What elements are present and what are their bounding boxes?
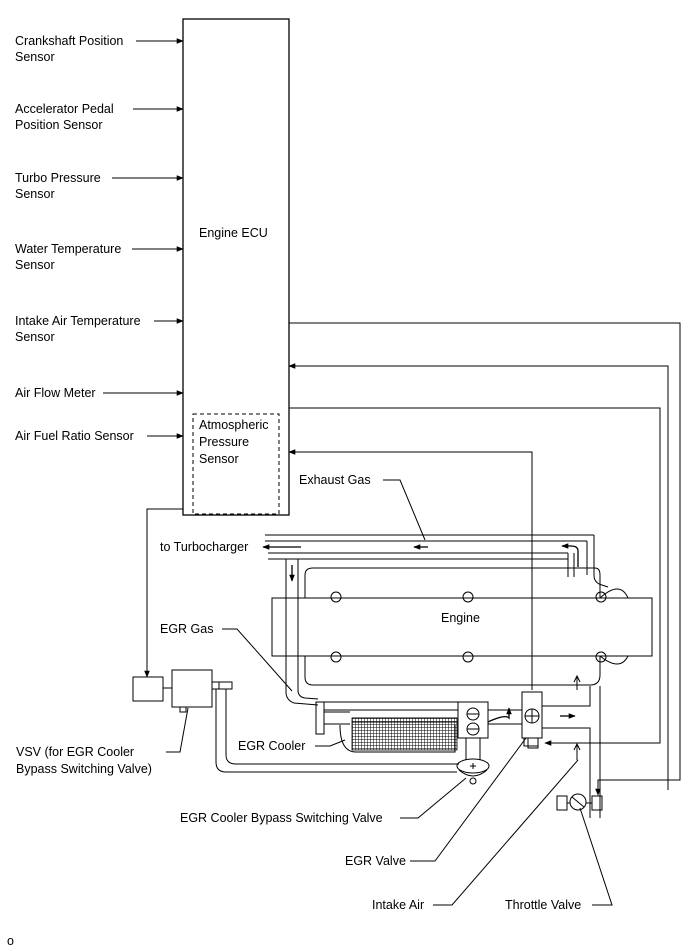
- exhaust-manifold: [265, 534, 609, 706]
- leader-exhaust-gas: [383, 479, 426, 541]
- sensor-air-flow-meter: Air Flow Meter: [15, 386, 184, 400]
- vacuum-hose-inner: [225, 689, 459, 765]
- sensor-label: Turbo Pressure: [15, 171, 101, 185]
- leader-throttle-valve: [579, 807, 613, 906]
- flow-arrow-bypass: [487, 707, 512, 723]
- sensor-label: Sensor: [15, 330, 55, 344]
- sensor-label: Air Flow Meter: [15, 386, 96, 400]
- sensor-water-temperature: Water Temperature Sensor: [15, 242, 184, 272]
- egr-valve-label: EGR Valve: [345, 854, 406, 868]
- vsv-label-line1: VSV (for EGR Cooler: [16, 745, 134, 759]
- atm-sensor-line2: Pressure: [199, 435, 249, 449]
- engine-block: Engine: [271, 567, 653, 686]
- atm-sensor-line1: Atmospheric: [199, 418, 268, 432]
- egr-cooler-label: EGR Cooler: [238, 739, 305, 753]
- vsv-switching-valve: [132, 669, 233, 713]
- engine-ecu-label: Engine ECU: [199, 226, 268, 240]
- throttle-valve-label: Throttle Valve: [505, 898, 581, 912]
- leader-egr-cooler: [315, 739, 346, 747]
- leader-egr-valve: [410, 737, 527, 862]
- wire-throttle-feedback: [288, 363, 669, 790]
- leader-egr-gas: [222, 628, 293, 692]
- atmospheric-pressure-sensor-box: [192, 413, 280, 515]
- vsv-body: [171, 669, 213, 708]
- engine-ecu-box: [182, 18, 290, 516]
- arrow-intake-up: [573, 742, 581, 760]
- egr-cooler: [315, 701, 458, 753]
- leader-intake-air: [433, 759, 579, 906]
- wire-ecu-to-egr-valve: [289, 407, 661, 746]
- flow-arrow-exhaust-return: [561, 543, 579, 567]
- sensor-label: Air Fuel Ratio Sensor: [15, 429, 134, 443]
- footer-mark: o: [7, 934, 14, 948]
- throttle-position-sensor: [556, 795, 568, 811]
- bypass-actuator: [456, 758, 490, 774]
- wire-ecu-to-throttle: [289, 322, 681, 796]
- intake-pipe: [542, 674, 603, 818]
- sensor-label: Crankshaft Position: [15, 34, 123, 48]
- sensor-label: Intake Air Temperature: [15, 314, 141, 328]
- engine-label: Engine: [441, 611, 480, 625]
- to-turbocharger-label: to Turbocharger: [160, 540, 248, 554]
- sensor-accelerator-pedal: Accelerator Pedal Position Sensor: [15, 102, 184, 132]
- wire-egr-valve-feedback: [288, 449, 533, 690]
- leader-bypass-valve: [400, 777, 467, 819]
- sensor-label: Sensor: [15, 258, 55, 272]
- egr-cooler-core: [351, 717, 458, 751]
- sensor-air-fuel-ratio: Air Fuel Ratio Sensor: [15, 429, 184, 443]
- egr-valve: [488, 691, 543, 749]
- leader-vsv: [166, 707, 189, 753]
- sensor-label: Accelerator Pedal: [15, 102, 114, 116]
- throttle-valve-disc: [569, 793, 587, 811]
- egr-cooler-bypass-valve: [456, 701, 490, 785]
- sensor-label: Sensor: [15, 50, 55, 64]
- intake-air-label: Intake Air: [372, 898, 424, 912]
- egr-gas-label: EGR Gas: [160, 622, 214, 636]
- egr-cooler-bypass-valve-label: EGR Cooler Bypass Switching Valve: [180, 811, 383, 825]
- ecu-wiring: [144, 322, 681, 796]
- wire-ecu-to-vsv: [144, 508, 183, 678]
- arrow-intake-up: [573, 674, 581, 690]
- sensor-turbo-pressure: Turbo Pressure Sensor: [15, 171, 184, 201]
- exhaust-gas-label: Exhaust Gas: [299, 473, 371, 487]
- sensor-crankshaft: Crankshaft Position Sensor: [15, 34, 184, 64]
- sensor-label: Position Sensor: [15, 118, 103, 132]
- vsv-solenoid: [132, 676, 164, 702]
- sensor-label: Water Temperature: [15, 242, 121, 256]
- sensor-label: Sensor: [15, 187, 55, 201]
- engine-head: [271, 597, 653, 657]
- vacuum-hose-outer: [215, 689, 457, 773]
- atm-sensor-line3: Sensor: [199, 452, 239, 466]
- sensor-intake-air-temperature: Intake Air Temperature Sensor: [15, 314, 184, 344]
- vsv-label-line2: Bypass Switching Valve): [16, 762, 152, 776]
